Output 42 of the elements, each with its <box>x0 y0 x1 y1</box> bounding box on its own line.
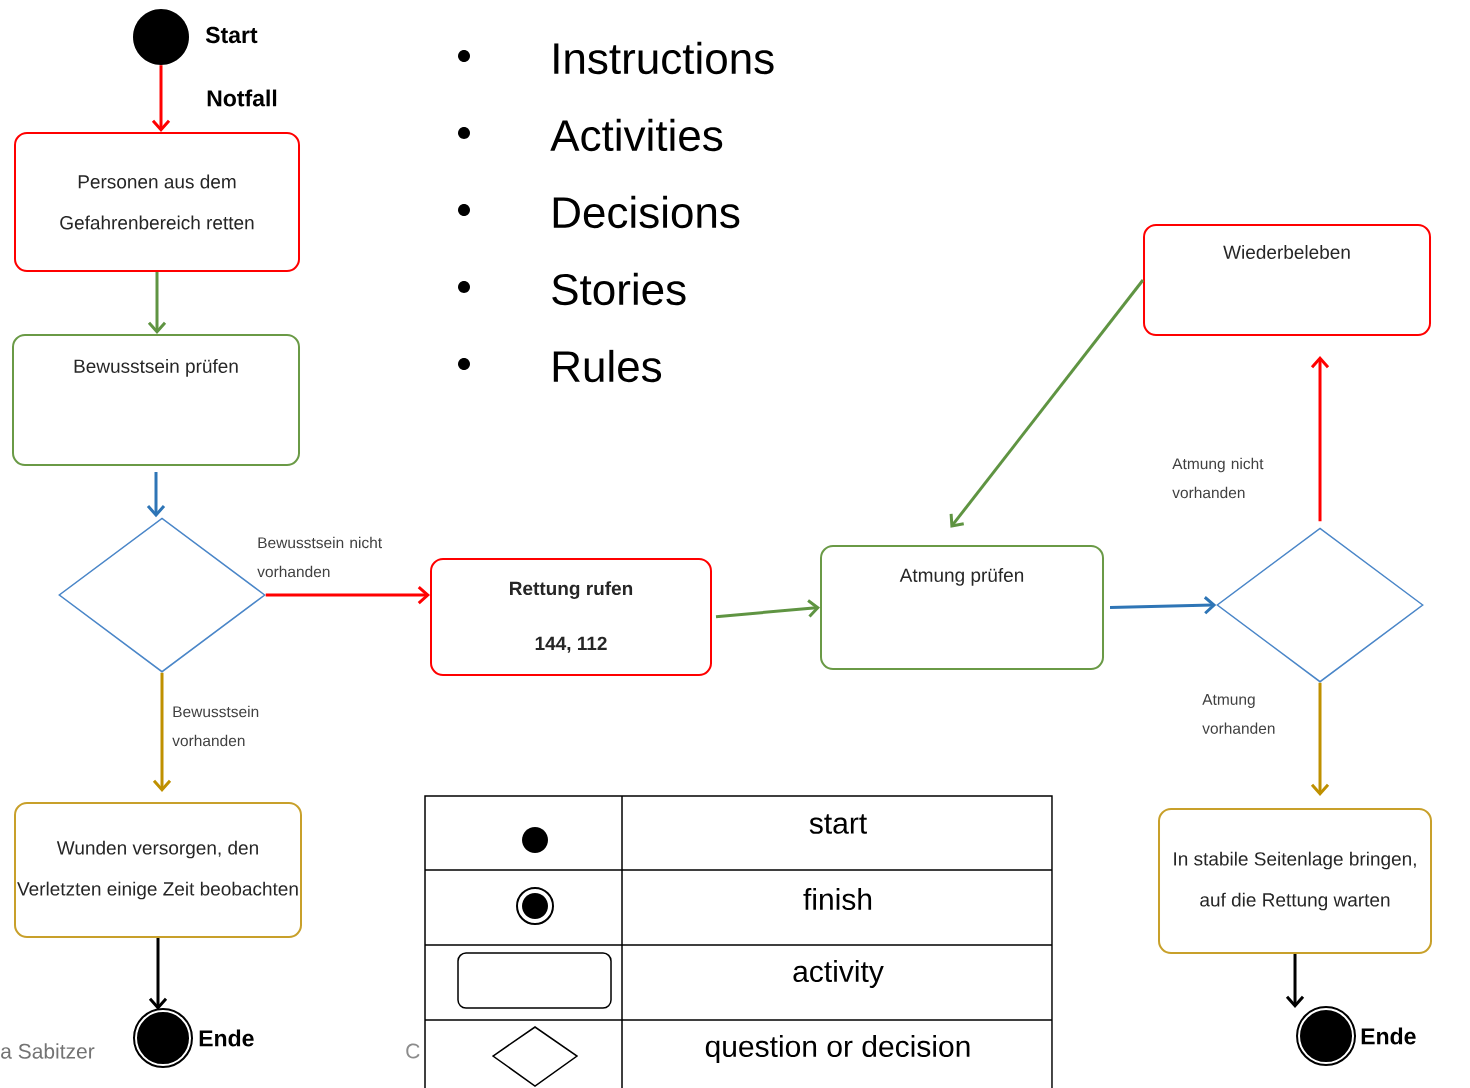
arrow <box>265 585 430 605</box>
activity-box: Wiederbeleben <box>1143 224 1431 336</box>
legend-text: question or decision <box>705 1035 970 1063</box>
activity-box: In stabile Seitenlage bringen, auf die Rettung warten <box>1158 808 1432 954</box>
legend-text: start <box>809 814 867 834</box>
activity-box: Bewusstsein prüfen <box>12 334 300 466</box>
node-label: Start <box>205 26 258 44</box>
list-item: Stories <box>552 272 686 306</box>
arrow <box>715 599 820 619</box>
edge-label: Notfall <box>207 89 277 107</box>
arrow <box>1285 954 1305 1008</box>
arrow <box>146 472 166 518</box>
arrow <box>151 65 171 132</box>
arrow <box>147 272 167 334</box>
arrow <box>1109 596 1217 615</box>
arrow <box>148 938 168 1010</box>
arrow <box>1310 356 1330 522</box>
activity-box: Atmung prüfen <box>820 545 1104 670</box>
legend-text: activity <box>793 960 884 988</box>
author-credit: a Sabitzer <box>1 1043 95 1059</box>
end-circle <box>133 1008 193 1068</box>
activity-box: Personen aus dem Gefahrenbereich retten <box>14 132 300 272</box>
footer-text: C <box>406 1043 420 1059</box>
decision-diamond <box>1216 527 1424 683</box>
node-label: Ende <box>1361 1027 1416 1045</box>
list-item: Instructions <box>554 41 774 75</box>
end-circle <box>1296 1006 1356 1066</box>
edge-label: Bewusstsein vorhanden <box>172 705 259 747</box>
list-item: Activities <box>550 118 723 152</box>
list-item: Rules <box>553 349 662 383</box>
edge-label: Atmung vorhanden <box>1202 694 1275 734</box>
activity-box: Rettung rufen 144, 112 <box>430 558 712 676</box>
edge-label: Bewusstsein nicht vorhanden <box>257 536 382 578</box>
activity-box: Wunden versorgen, den Verletzten einige Zeit beobachten <box>14 802 302 938</box>
arrow <box>152 672 172 792</box>
arrow <box>1310 682 1330 796</box>
start-circle <box>133 9 189 65</box>
node-label: Ende <box>199 1029 254 1047</box>
list-item: Decisions <box>553 195 740 229</box>
edge-label: Atmung nicht vorhanden <box>1172 457 1264 499</box>
arrow <box>949 279 1145 528</box>
legend-text: finish <box>803 888 872 911</box>
